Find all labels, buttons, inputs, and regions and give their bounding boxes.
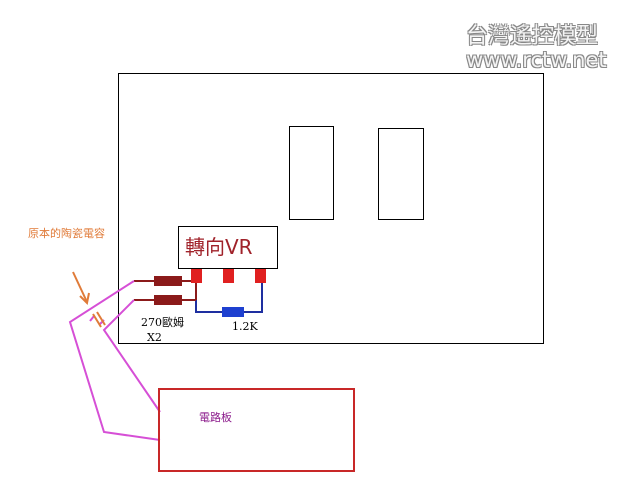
ceramic-capacitor-plates (92, 311, 106, 328)
vr-pin-1 (191, 268, 202, 283)
resistor-count-label: X2 (147, 331, 162, 344)
main-board (118, 73, 544, 344)
note-arrow (72, 271, 90, 306)
watermark-url: www.rctw.net (466, 48, 607, 72)
pink-wiring (68, 280, 161, 441)
resistor-1k2-label: 1.2K (232, 320, 258, 333)
wire-vr-pin1 (195, 282, 222, 313)
vr-label: 轉向VR (185, 235, 253, 259)
wire-vr-pin3 (244, 282, 263, 313)
chip-right (378, 128, 424, 220)
circuit-board-label: 電路板 (199, 411, 232, 424)
ceramic-capacitor-note: 原本的陶瓷電容 (28, 227, 105, 240)
arrow-head (79, 292, 90, 306)
resistor-270-top (154, 276, 182, 286)
capacitor-plate-2 (96, 311, 106, 326)
arrow-shaft (72, 271, 88, 303)
watermark-title: 台灣遙控模型 (466, 24, 599, 49)
vr-box (178, 226, 278, 269)
resistor-1k2 (222, 307, 244, 317)
resistor-leads (134, 280, 197, 301)
capacitor-lead-left (89, 315, 95, 322)
resistor-270-bottom (154, 295, 182, 305)
capacitor-plate-1 (92, 313, 102, 328)
wire-pink-outer (68, 280, 161, 441)
vr-pin-2 (223, 268, 234, 283)
vr-pin-3 (255, 268, 266, 283)
resistor-270-label: 270歐姆 (141, 316, 184, 329)
circuit-board (158, 388, 355, 472)
wire-pink-inner (102, 299, 161, 413)
chip-left (289, 126, 334, 220)
